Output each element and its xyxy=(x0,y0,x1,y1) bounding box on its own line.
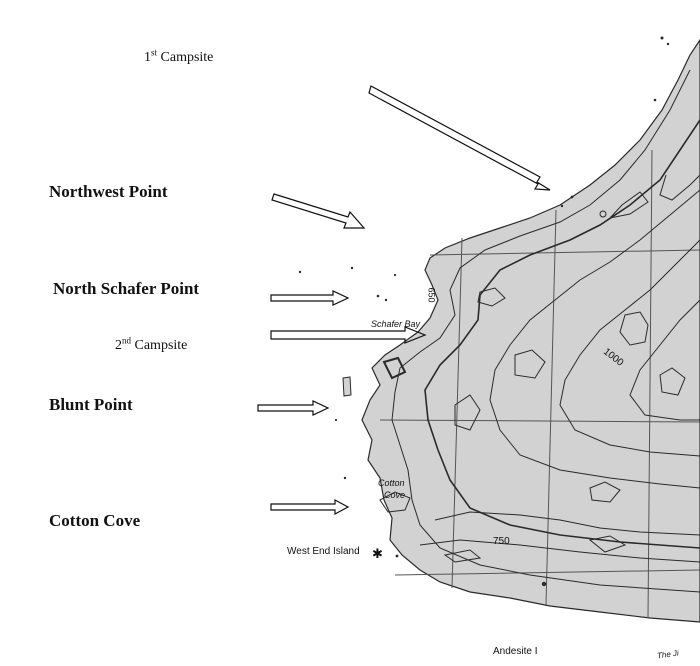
north-schafer-point-label: North Schafer Point xyxy=(53,279,200,298)
west-end-island-label: West End Island xyxy=(287,546,360,557)
island-landmass xyxy=(361,38,700,623)
blunt-point-label: Blunt Point xyxy=(49,395,133,414)
northwest-point-label: Northwest Point xyxy=(49,182,168,201)
arrow-north-schafer-point xyxy=(270,290,350,306)
islets xyxy=(298,36,670,587)
cotton-cove-label: Cotton Cove xyxy=(49,511,141,530)
map-grid xyxy=(379,149,700,619)
andesite-label: Andesite I xyxy=(493,646,538,657)
arrow-1st-campsite xyxy=(368,85,551,191)
arrow-blunt-point xyxy=(257,400,330,416)
contour-label-750: 750 xyxy=(493,536,510,547)
arrow-northwest-point xyxy=(271,193,366,229)
contour-label-650: 650 xyxy=(426,287,437,303)
cotton-cove-map-label-top: Cotton xyxy=(378,478,405,488)
schafer-bay-label: Schafer Bay xyxy=(371,319,421,329)
arrow-2nd-campsite xyxy=(270,326,427,344)
contour-lines xyxy=(342,69,700,593)
second-campsite-label: 2nd Campsite xyxy=(115,335,188,353)
cotton-cove-map-label-bottom: Cove xyxy=(384,490,406,500)
west-end-island-star-icon: ✱ xyxy=(372,546,383,561)
pointer-arrows xyxy=(257,85,551,516)
first-campsite-label: 1st Campsite xyxy=(144,47,214,65)
arrow-cotton-cove xyxy=(270,498,350,516)
